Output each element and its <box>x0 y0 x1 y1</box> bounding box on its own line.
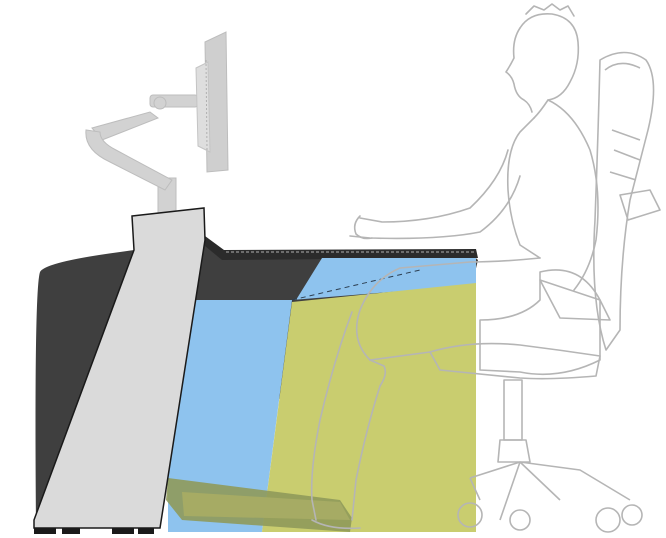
chair-headrest-top <box>605 63 640 70</box>
monitor-mount-plate <box>196 62 210 152</box>
chair-caster-2 <box>510 510 530 530</box>
torso-front <box>508 118 540 258</box>
monitor <box>196 32 228 172</box>
arm-upper <box>92 112 158 140</box>
desk-feet <box>34 528 154 534</box>
arm-lower <box>86 130 172 190</box>
chair-seat-side <box>480 270 600 374</box>
torso-back <box>548 100 598 290</box>
chair-caster-4 <box>622 505 642 525</box>
forearm <box>350 176 520 238</box>
chair-armrest-back <box>620 190 660 220</box>
chair-gas-lift <box>504 380 522 440</box>
arm-knob <box>154 97 166 109</box>
foot-3 <box>112 528 134 534</box>
chair-mesh-lines <box>610 130 640 180</box>
upper-arm <box>360 150 508 222</box>
monitor-arm <box>86 95 198 218</box>
chair-column <box>498 440 530 462</box>
foot-4 <box>138 528 154 534</box>
chair-base-legs <box>470 462 630 520</box>
foot-1 <box>34 528 56 534</box>
face-profile <box>506 28 532 112</box>
chair-caster-3 <box>596 508 620 532</box>
head <box>520 14 578 118</box>
desk-top <box>205 236 478 260</box>
foot-2 <box>62 528 80 534</box>
